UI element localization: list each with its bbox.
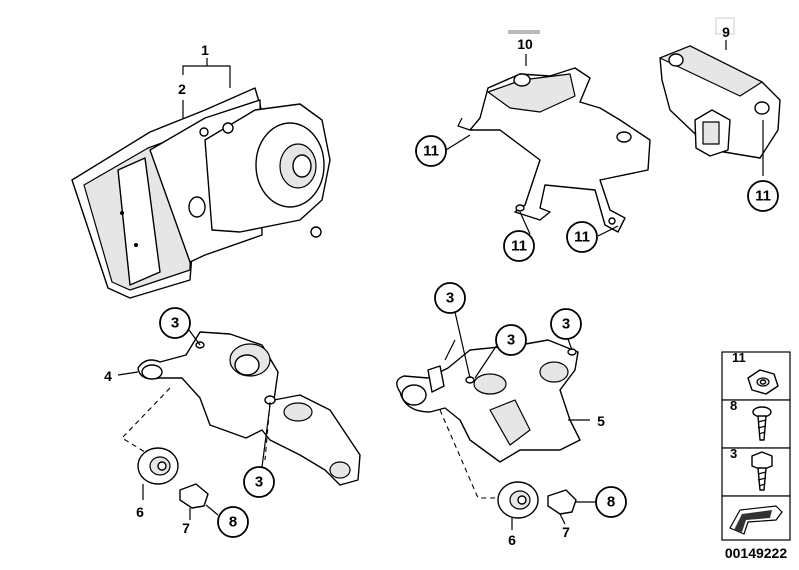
bracket-upper [457,30,651,233]
legend-item-bolt: 3 [730,446,773,491]
label-text: 4 [104,368,112,384]
label-text: 6 [508,532,516,548]
callout-3-left-top: 3 [159,307,191,339]
control-unit [659,17,781,159]
callout-text: 11 [423,143,439,160]
callout-text: 3 [255,474,263,491]
legend-item-nut: 11 [732,350,779,395]
callout-text: 3 [171,315,179,332]
label-text: 7 [182,520,190,536]
callout-11b: 11 [503,230,535,262]
label-part-5: 5 [597,413,605,429]
callout-text: 8 [229,514,237,531]
label-part-1: 1 [201,42,209,58]
leader-lines-11 [445,120,764,237]
abs-hydraulic-unit [71,58,331,299]
callout-text: 3 [446,290,454,307]
label-part-9: 9 [722,24,730,40]
callout-3-right-c: 3 [550,308,582,340]
label-text: 9 [722,24,730,40]
label-part-10: 10 [517,36,533,52]
label-text: 1 [201,42,209,58]
label-text: 5 [597,413,605,429]
callout-text: 11 [574,229,590,246]
label-part-6-right: 6 [508,532,516,548]
label-text: 10 [517,36,533,52]
legend-number: 8 [730,398,737,413]
callout-8-right: 8 [595,486,627,518]
legend-number: 11 [732,350,746,365]
drawing-number: 00149222 [725,545,788,561]
callout-11c: 11 [566,221,598,253]
legend-item-screw: 8 [730,398,772,441]
callout-3-right-b: 3 [495,324,527,356]
callout-text: 3 [562,316,570,333]
label-text: 7 [562,524,570,540]
label-part-2: 2 [178,81,186,97]
left-mount-hardware [121,387,271,520]
label-text: 2 [178,81,186,97]
callout-text: 3 [507,332,515,349]
hardware-legend: 11 8 3 [721,350,791,541]
callout-11a: 11 [415,135,447,167]
callout-text: 8 [607,494,615,511]
callout-8-left: 8 [217,506,249,538]
legend-number: 3 [730,446,737,461]
right-mount-hardware [439,409,596,530]
label-part-6-left: 6 [136,504,144,520]
drawing-number-text: 00149222 [725,545,788,561]
callout-3-right-a: 3 [434,282,466,314]
callout-text: 11 [755,188,771,205]
label-part-4: 4 [104,368,112,384]
bracket-left [117,331,361,486]
callout-text: 11 [511,238,527,255]
label-part-7-right: 7 [562,524,570,540]
bracket-right [396,339,590,463]
label-part-7-left: 7 [182,520,190,536]
label-text: 6 [136,504,144,520]
arrow-icon [729,505,783,535]
callout-3-left-bottom: 3 [243,466,275,498]
callout-11d: 11 [747,180,779,212]
